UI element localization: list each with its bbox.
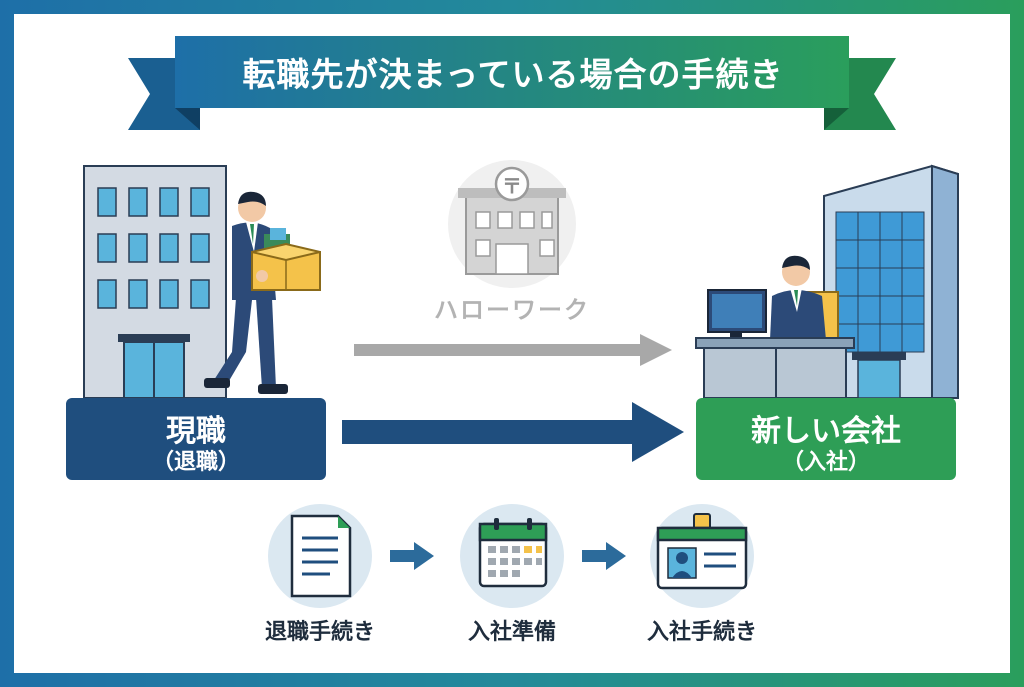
current-job-sublabel: （退職） (151, 450, 240, 475)
hello-work-arrow (354, 334, 672, 366)
step-id-card (650, 504, 754, 608)
new-company-building (823, 164, 959, 399)
id-badge-icon (656, 513, 748, 590)
transfer-arrow (342, 402, 684, 462)
new-company-sublabel: （入社） (781, 450, 870, 475)
step-label-onboarding: 入社手続き (646, 620, 757, 645)
step-calendar (460, 504, 564, 608)
document-icon (290, 514, 352, 598)
current-job-box (66, 398, 326, 480)
hello-work-sign-symbol: 〒 (502, 174, 522, 198)
new-company-box (696, 398, 956, 480)
current-office-building (83, 165, 227, 399)
step-arrow-1 (390, 542, 434, 570)
step-document (268, 504, 372, 608)
leaving-employee-figure (204, 191, 321, 394)
calendar-icon (478, 518, 548, 588)
current-job-label: 現職 (166, 414, 226, 449)
step-arrow-2 (582, 542, 626, 570)
step-label-resignation: 退職手続き (264, 620, 375, 645)
hello-work-label: ハローワーク (434, 296, 590, 324)
step-label-preparation: 入社準備 (467, 620, 556, 645)
hello-work-building (448, 160, 576, 288)
new-employee-at-desk (695, 255, 855, 399)
title-ribbon (128, 36, 896, 130)
page-title: 転職先が決まっている場合の手続き (242, 55, 784, 94)
new-company-label: 新しい会社 (751, 414, 901, 449)
